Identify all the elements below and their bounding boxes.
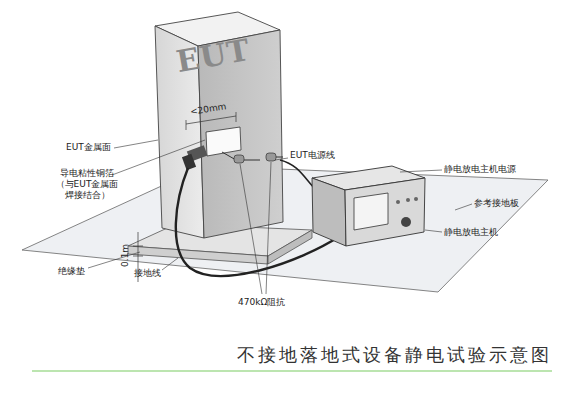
part-label: 绝缘垫 xyxy=(58,266,85,277)
part-label: EUT金属面 xyxy=(66,142,111,153)
caption-rule xyxy=(32,370,552,372)
resistor-symbol xyxy=(266,153,276,161)
ground-plane xyxy=(22,166,548,292)
part-label: 470kΩ阻抗 xyxy=(238,297,285,308)
resistor-symbol xyxy=(234,155,244,163)
part-label: 导电粘性铜箔 （与EUT金属面焊接结合） xyxy=(52,168,122,200)
part-label: 参考接地板 xyxy=(474,198,519,209)
part-label: 静电放电主机电源 xyxy=(444,164,516,175)
dimension: 0.1m xyxy=(120,244,131,267)
part-label: 接地线 xyxy=(134,268,161,279)
caption: 不接地落地式设备静电试验示意图 xyxy=(237,344,552,366)
copper-foil xyxy=(206,127,241,156)
part-label: EUT电源线 xyxy=(290,150,335,161)
screen xyxy=(354,193,388,230)
part-label: 静电放电主机 xyxy=(444,227,498,238)
